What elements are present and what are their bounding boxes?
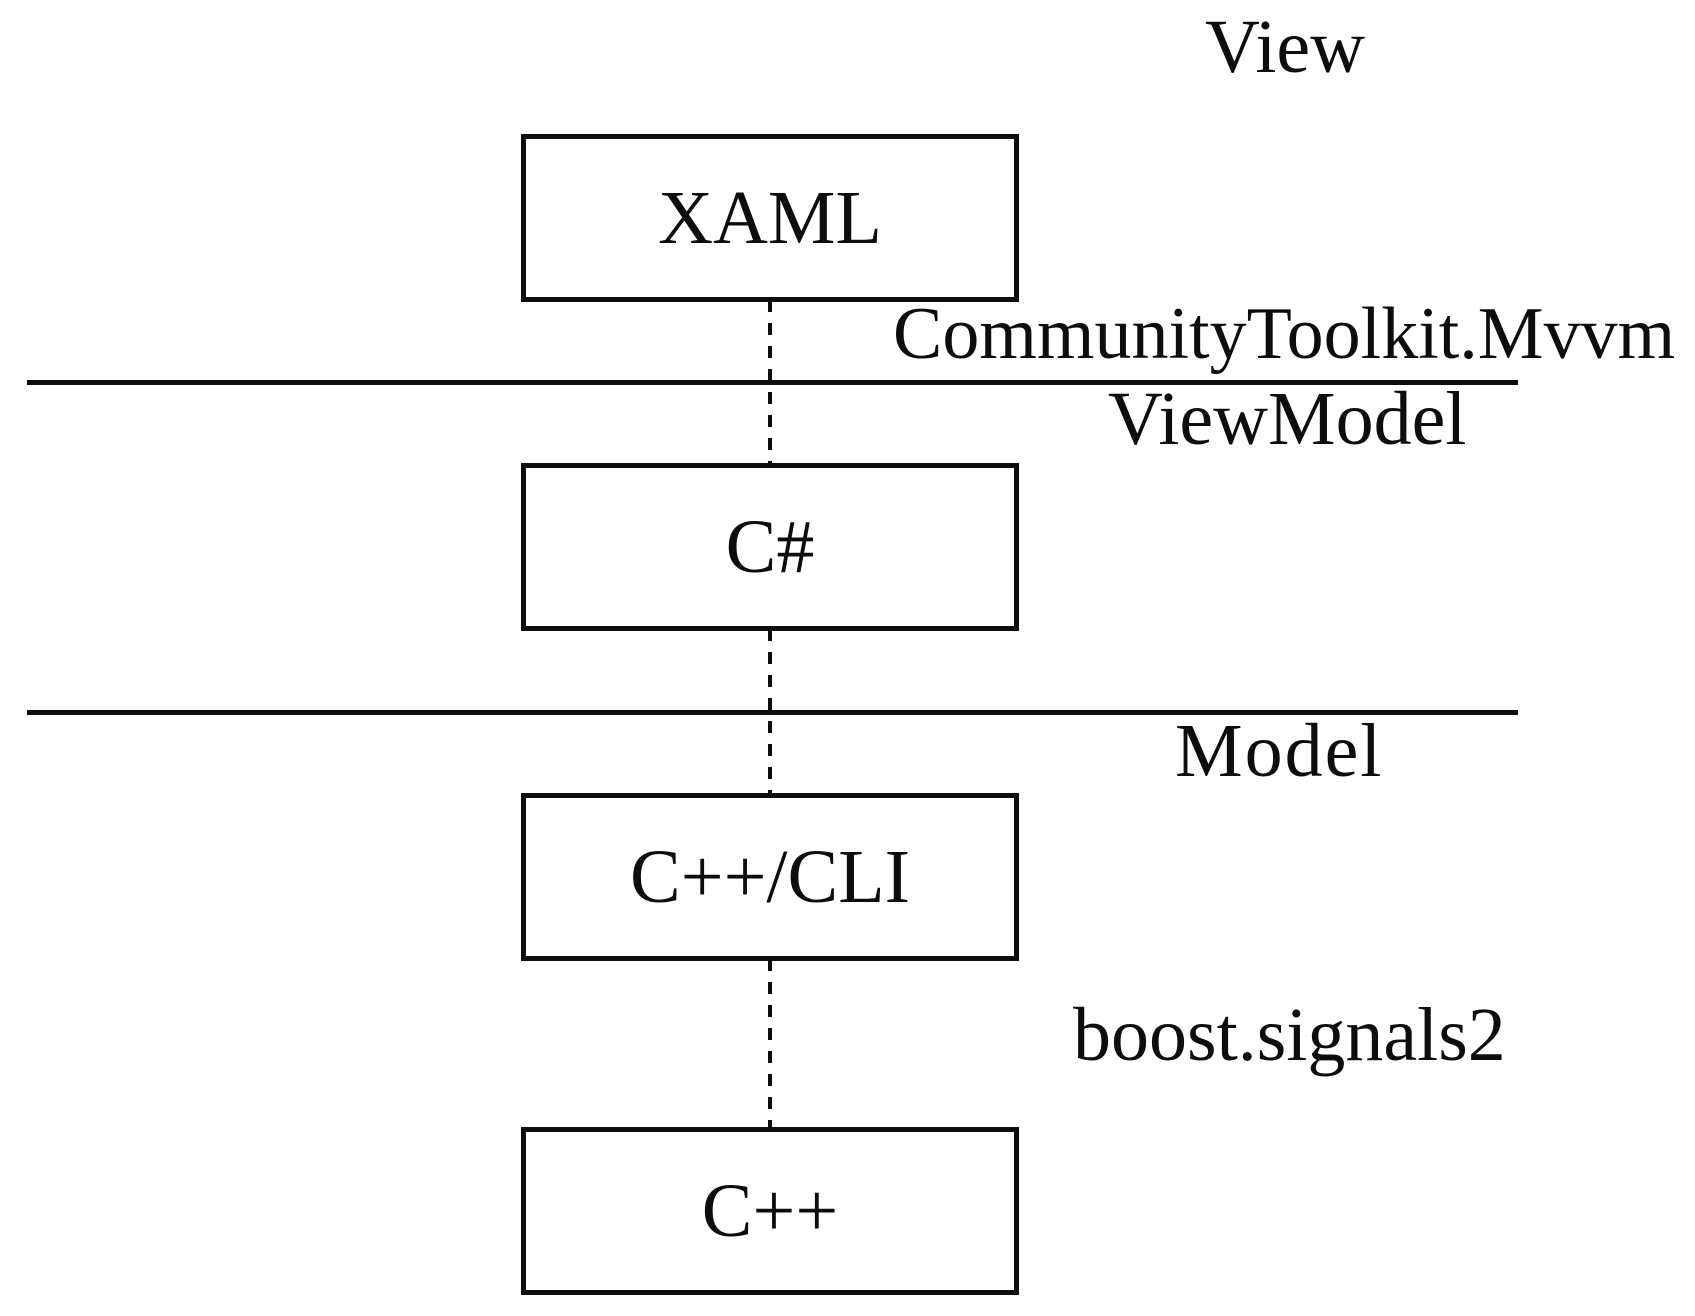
- view-viewmodel-separator-line: [27, 380, 1518, 385]
- boost-signals2-label: boost.signals2: [1073, 993, 1506, 1077]
- csharp-box: C#: [521, 463, 1019, 631]
- xaml-box: XAML: [521, 134, 1019, 302]
- viewmodel-model-separator-line: [27, 710, 1518, 715]
- community-toolkit-mvvm-label: CommunityToolkit.Mvvm: [893, 293, 1676, 375]
- viewmodel-layer-label: ViewModel: [1108, 377, 1467, 461]
- cpp-cli-box-label: C++/CLI: [630, 835, 910, 919]
- cpp-box: C++: [521, 1127, 1019, 1295]
- cpp-box-label: C++: [701, 1169, 839, 1253]
- csharp-box-label: C#: [725, 505, 815, 589]
- cppcli-cpp-dashed-connector: [768, 959, 772, 1129]
- model-layer-label: Model: [1175, 709, 1384, 793]
- cpp-cli-box: C++/CLI: [521, 793, 1019, 961]
- xaml-box-label: XAML: [658, 176, 882, 260]
- view-layer-label: View: [1205, 5, 1366, 89]
